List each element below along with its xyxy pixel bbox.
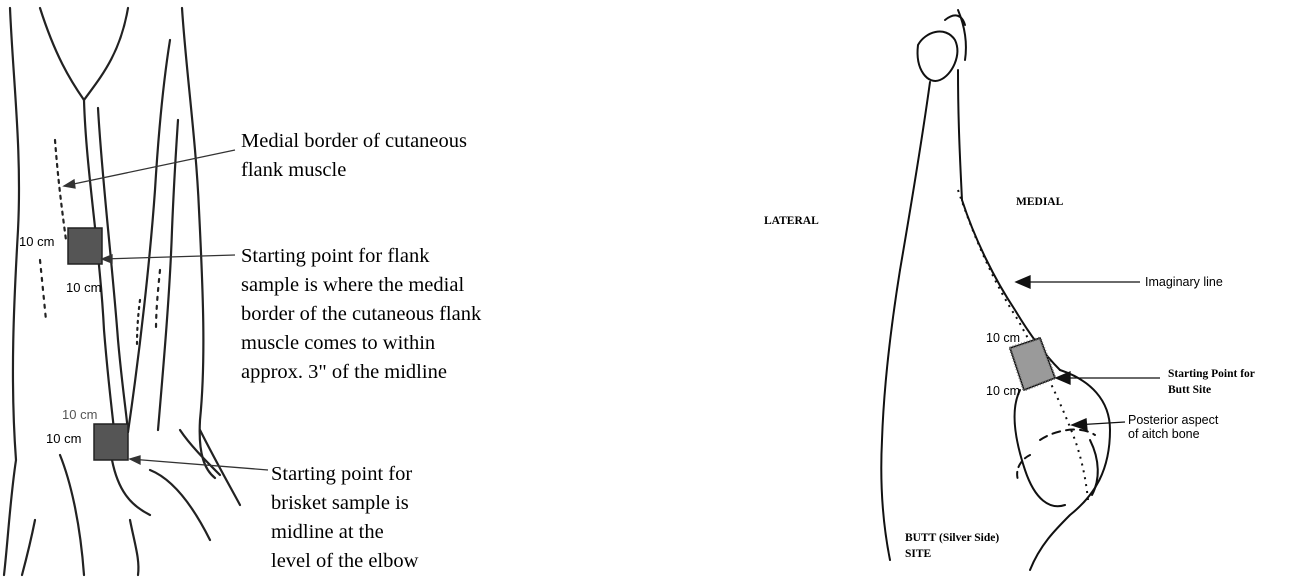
label-lateral: LATERAL	[764, 215, 819, 227]
butt-sample-square	[1010, 338, 1055, 390]
label-butt-site-line1: BUTT (Silver Side)	[905, 530, 999, 546]
dim-flank-horizontal: 10 cm	[66, 280, 101, 295]
callout-flank-start-line2: sample is where the medial	[241, 271, 481, 300]
dim-butt-top: 10 cm	[986, 331, 1020, 345]
callout-medial-border-line1: Medial border of cutaneous	[241, 127, 467, 156]
label-butt-site-line2: SITE	[905, 546, 999, 562]
label-medial: MEDIAL	[1016, 196, 1063, 208]
callout-brisket-start: Starting point for brisket sample is mid…	[271, 460, 418, 576]
callout-medial-border: Medial border of cutaneous flank muscle	[241, 127, 467, 185]
callout-brisket-start-line4: level of the elbow	[271, 547, 418, 576]
right-hock	[918, 32, 958, 81]
callout-flank-start-line5: approx. 3" of the midline	[241, 358, 481, 387]
callout-medial-border-line2: flank muscle	[241, 156, 467, 185]
callout-flank-start-line1: Starting point for flank	[241, 242, 481, 271]
callout-aitch-bone-line2: of aitch bone	[1128, 427, 1218, 441]
callout-imaginary-line: Imaginary line	[1145, 275, 1223, 289]
callout-flank-start-line4: muscle comes to within	[241, 329, 481, 358]
label-butt-site: BUTT (Silver Side) SITE	[905, 530, 999, 562]
callout-butt-start: Starting Point for Butt Site	[1168, 366, 1255, 398]
callout-butt-start-line1: Starting Point for	[1168, 366, 1255, 382]
right-outline-lateral	[881, 270, 900, 560]
dim-butt-bottom: 10 cm	[986, 384, 1020, 398]
callout-flank-start-line3: border of the cutaneous flank	[241, 300, 481, 329]
callout-brisket-start-line2: brisket sample is	[271, 489, 418, 518]
dim-flank-vertical: 10 cm	[19, 234, 54, 249]
callout-butt-start-line2: Butt Site	[1168, 382, 1255, 398]
callout-flank-start: Starting point for flank sample is where…	[241, 242, 481, 387]
callout-aitch-bone: Posterior aspect of aitch bone	[1128, 413, 1218, 441]
callout-aitch-bone-line1: Posterior aspect	[1128, 413, 1218, 427]
callout-brisket-start-line3: midline at the	[271, 518, 418, 547]
dim-brisket-left: 10 cm	[46, 431, 81, 446]
dim-brisket-top: 10 cm	[62, 407, 97, 422]
callout-brisket-start-line1: Starting point for	[271, 460, 418, 489]
